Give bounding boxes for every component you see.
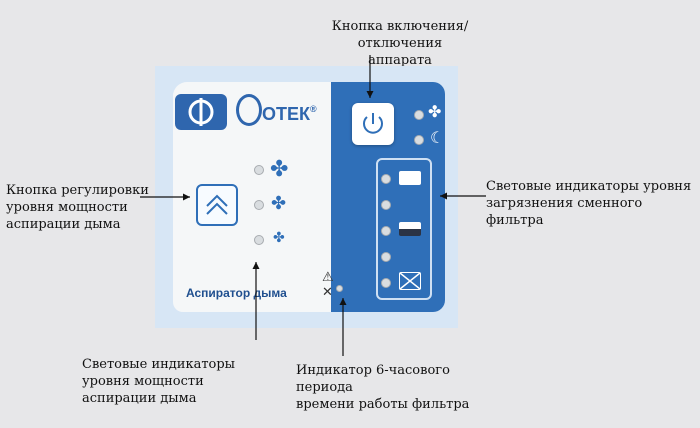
filter-level-led — [381, 252, 391, 262]
brand-name: ОТЕК® — [262, 104, 317, 125]
timer-indicator-callout: Индикатор 6-часового периода времени раб… — [296, 362, 506, 413]
callout-text: уровня мощности — [82, 374, 204, 389]
callout-text: Индикатор 6-часового периода — [296, 363, 450, 395]
callout-text: уровня мощности — [6, 200, 128, 215]
callout-text: Кнопка регулировки — [6, 183, 149, 198]
power-button-callout: Кнопка включения/отключения аппарата — [300, 18, 500, 69]
logo-icon — [175, 94, 227, 130]
power-leds-callout: Световые индикаторы уровня мощности аспи… — [82, 356, 252, 407]
filter-indicators-callout: Световые индикаторы уровня загрязнения с… — [486, 178, 696, 229]
callout-text: времени работы фильтра — [296, 397, 470, 412]
fan-icon: ✤ — [273, 230, 285, 246]
power-level-led-high — [254, 165, 264, 175]
filter-level-led — [381, 226, 391, 236]
moon-icon: ☾ — [430, 128, 445, 147]
filter-timer-led — [336, 285, 343, 292]
power-button[interactable] — [352, 103, 394, 145]
night-mode-led — [414, 135, 424, 145]
fan-icon: ✤ — [271, 193, 287, 214]
warning-icon: ⚠ — [322, 270, 334, 285]
callout-text: аппарата — [368, 53, 432, 68]
callout-text: Световые индикаторы уровня — [486, 179, 692, 194]
filter-half-icon — [399, 222, 421, 236]
device-label: Аспиратор дыма — [186, 286, 287, 300]
filter-level-led — [381, 200, 391, 210]
brand-text: ОТЕК — [262, 104, 310, 124]
fan-icon: ✤ — [428, 102, 442, 121]
tools-icon: ✕ — [322, 285, 333, 300]
filter-level-led — [381, 278, 391, 288]
power-level-led-low — [254, 235, 264, 245]
registered-mark: ® — [310, 104, 317, 114]
filter-replace-icon — [399, 272, 421, 290]
fan-mode-led — [414, 110, 424, 120]
callout-text: Световые индикаторы — [82, 357, 236, 372]
filter-level-led — [381, 174, 391, 184]
filter-clean-icon — [399, 171, 421, 185]
callout-text: загрязнения сменного фильтра — [486, 196, 643, 228]
power-level-led-medium — [254, 200, 264, 210]
callout-text: аспирации дыма — [6, 217, 121, 232]
filter-level-group — [376, 158, 432, 300]
power-level-adjust-button[interactable] — [196, 184, 238, 226]
fan-icon: ✤ — [270, 157, 289, 182]
callout-text: Кнопка включения/отключения — [331, 19, 469, 51]
brand-circle-icon — [236, 94, 262, 126]
callout-text: аспирации дыма — [82, 391, 197, 406]
adjust-button-callout: Кнопка регулировки уровня мощности аспир… — [6, 182, 156, 233]
